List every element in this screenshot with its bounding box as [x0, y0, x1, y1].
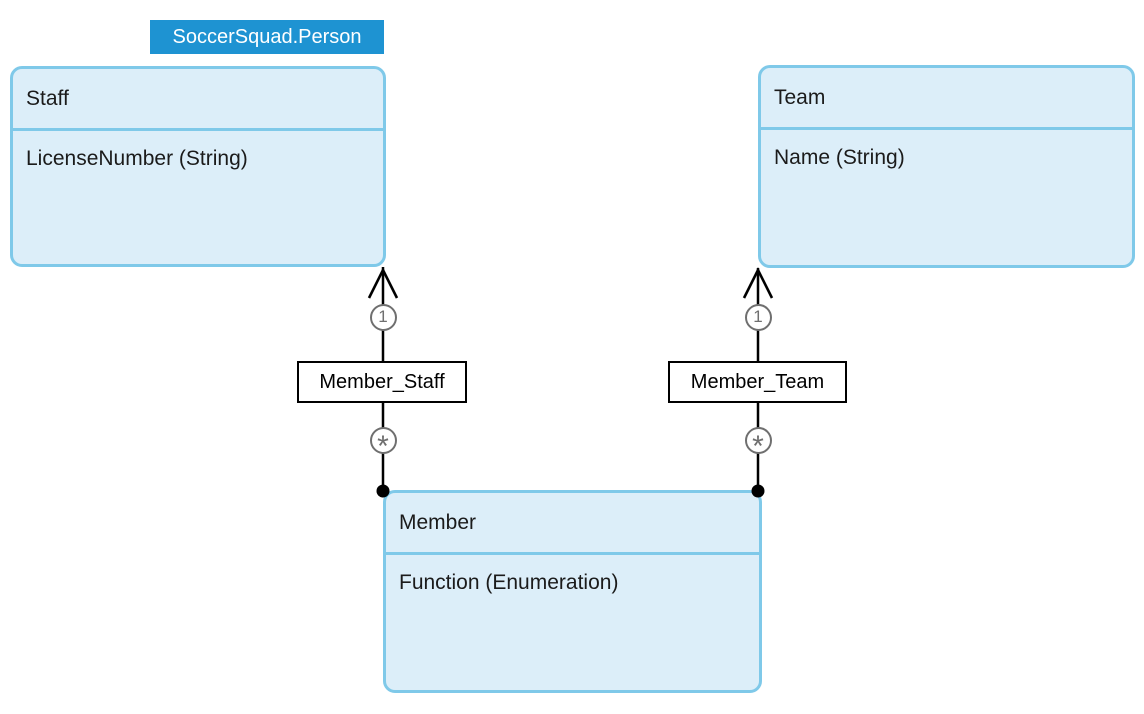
relationship-label-text: Member_Staff [319, 370, 445, 393]
entity-staff-title: Staff [26, 86, 69, 110]
multiplicity-badge-many[interactable]: * [744, 426, 772, 462]
entity-team[interactable]: Team Name (String) [758, 65, 1135, 268]
relationship-label-member-team[interactable]: Member_Team [668, 361, 847, 403]
entity-staff-header[interactable]: Staff [13, 69, 383, 128]
multiplicity-badge-one[interactable]: 1 [744, 303, 772, 331]
entity-member-attributes[interactable]: Function (Enumeration) [386, 552, 759, 597]
entity-staff[interactable]: Staff LicenseNumber (String) [10, 66, 386, 267]
namespace-tooltip: SoccerSquad.Person [150, 20, 384, 54]
attribute-row: Name (String) [774, 146, 905, 169]
multiplicity-badge-one[interactable]: 1 [369, 303, 397, 331]
entity-team-attributes[interactable]: Name (String) [761, 127, 1132, 172]
entity-member-header[interactable]: Member [386, 493, 759, 552]
relationship-label-text: Member_Team [690, 370, 825, 393]
attribute-row: Function (Enumeration) [399, 571, 619, 594]
relationship-label-member-staff[interactable]: Member_Staff [297, 361, 467, 403]
namespace-tooltip-label: SoccerSquad.Person [172, 25, 362, 48]
entity-member[interactable]: Member Function (Enumeration) [383, 490, 762, 693]
entity-team-title: Team [774, 85, 826, 109]
entity-team-header[interactable]: Team [761, 68, 1132, 127]
open-arrowhead-icon [742, 267, 774, 299]
entity-staff-attributes[interactable]: LicenseNumber (String) [13, 128, 383, 173]
connection-dot-icon [751, 484, 765, 498]
multiplicity-badge-many[interactable]: * [369, 426, 397, 462]
entity-member-title: Member [399, 510, 477, 534]
connection-dot-icon [376, 484, 390, 498]
open-arrowhead-icon [367, 267, 399, 299]
attribute-row: LicenseNumber (String) [26, 147, 248, 170]
